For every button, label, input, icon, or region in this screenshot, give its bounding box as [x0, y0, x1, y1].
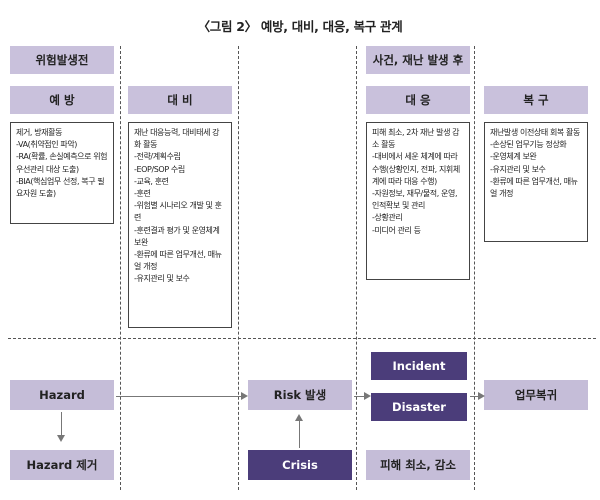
preparedness-activities: 재난 대응능력, 대비태세 강화 활동 -전략/계획수립 -EOP/SOP 수립…	[128, 122, 232, 328]
activity-item: -유지관리 및 보수	[490, 164, 546, 174]
stage-response: 대 응	[366, 86, 470, 114]
incident-box: Incident	[371, 352, 467, 380]
activity-item: -BIA(핵심업무 선정, 복구 필요자원 도출)	[16, 176, 105, 199]
activity-item: -EOP/SOP 수립	[134, 164, 185, 174]
activity-item: -VA(취약점인 파악)	[16, 140, 77, 150]
activity-item: 피해 최소, 2차 재난 발생 감소 활동	[372, 128, 460, 150]
activity-item: -손상된 업무기능 정상화	[490, 140, 567, 150]
stage-recovery: 복 구	[484, 86, 588, 114]
arrow-response-to-recovery	[470, 392, 485, 400]
activity-item: -교육, 훈련	[134, 176, 169, 186]
activity-item: -전략/계획수립	[134, 152, 181, 162]
stage-prevention: 예 방	[10, 86, 114, 114]
activity-item: 재난발생 이전상태 회복 활동	[490, 128, 580, 137]
hazard-removal-box: Hazard 제거	[10, 450, 114, 480]
activity-item: -자원정보, 재무/물적, 운영, 인적확보 및 관리	[372, 189, 458, 211]
arrow-crisis-up	[295, 414, 303, 448]
activity-item: -대비에서 세운 체계에 따라 수행(상황인지, 전파, 지휘체계에 따라 대응…	[372, 152, 460, 186]
activity-item: 제거, 방재활동	[16, 128, 63, 137]
activity-item: -훈련결과 평가 및 운영체계 보완	[134, 225, 220, 247]
activity-item: -운영체계 보완	[490, 152, 537, 162]
prevention-activities: 제거, 방재활동 -VA(취약점인 파악) -RA(확률, 손실예측으로 위험 …	[10, 122, 114, 224]
activity-item: -유지관리 및 보수	[134, 274, 190, 284]
phase-after: 사건, 재난 발생 후	[366, 46, 470, 74]
activity-item: -훈련	[134, 189, 151, 199]
divider-2	[238, 46, 239, 490]
stage-preparedness: 대 비	[128, 86, 232, 114]
activity-item: -위험별 시나리오 개발 및 훈련	[134, 201, 222, 223]
phase-before: 위험발생전	[10, 46, 114, 74]
horizontal-divider	[8, 338, 596, 339]
risk-box: Risk 발생	[248, 380, 352, 410]
damage-reduction-box: 피해 최소, 감소	[366, 450, 470, 480]
crisis-box: Crisis	[248, 450, 352, 480]
divider-1	[120, 46, 121, 490]
hazard-box: Hazard	[10, 380, 114, 410]
arrow-risk-to-response	[354, 392, 371, 400]
activity-item: -RA(확률, 손실예측으로 위험 우선관리 대상 도출)	[16, 152, 108, 174]
activity-item: -환류에 따른 업무개선, 매뉴얼 개정	[490, 176, 578, 199]
arrow-hazard-to-risk	[116, 392, 248, 400]
figure-title: 〈그림 2〉 예방, 대비, 대응, 복구 관계	[197, 19, 403, 34]
arrow-hazard-down	[57, 412, 65, 442]
divider-3	[356, 46, 357, 490]
activity-item: -미디어 관리 등	[372, 225, 421, 235]
activity-item: -상황관리	[372, 213, 403, 223]
divider-4	[474, 46, 475, 490]
response-activities: 피해 최소, 2차 재난 발생 감소 활동 -대비에서 세운 체계에 따라 수행…	[366, 122, 470, 280]
activity-item: 재난 대응능력, 대비태세 강화 활동	[134, 128, 220, 150]
activity-item: -환류에 따른 업무개선, 매뉴얼 개정	[134, 250, 222, 272]
disaster-box: Disaster	[371, 393, 467, 421]
recovery-activities: 재난발생 이전상태 회복 활동 -손상된 업무기능 정상화 -운영체계 보완 -…	[484, 122, 588, 242]
business-return-box: 업무복귀	[484, 380, 588, 410]
